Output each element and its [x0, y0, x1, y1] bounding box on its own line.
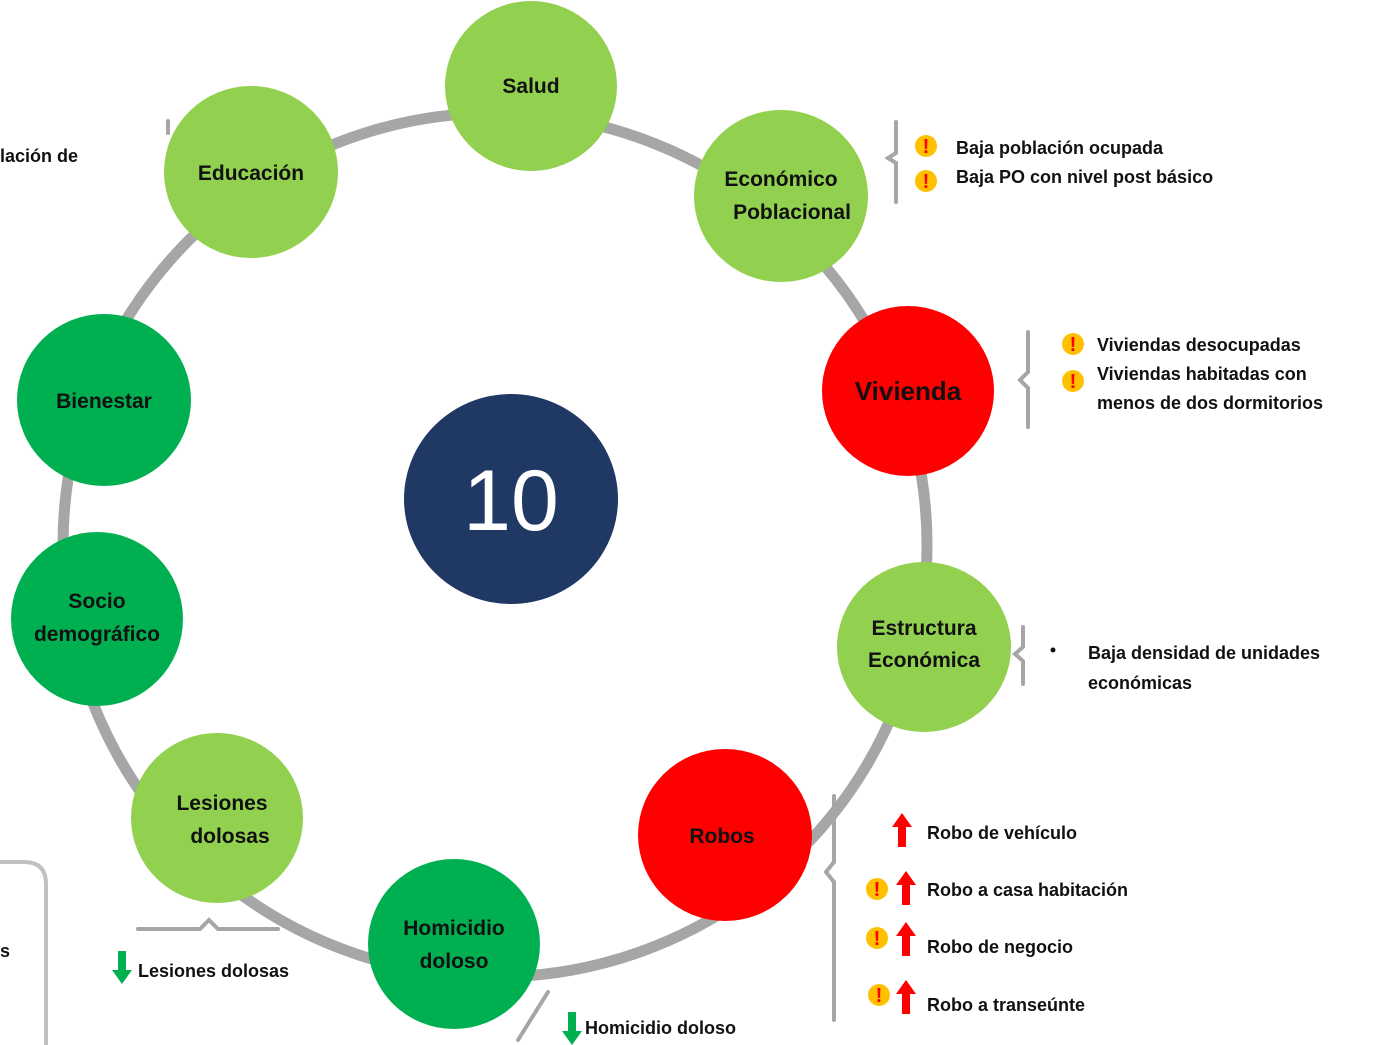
center-circle	[404, 394, 618, 604]
node-homicidio-doloso	[368, 859, 540, 1029]
note-vivienda-3: menos de dos dormitorios	[1097, 393, 1323, 413]
label-socio-line2: demográfico	[34, 623, 160, 646]
warning-icons: ! ! ! ! ! ! !	[866, 135, 1084, 1007]
exclamation-warning-icon: !	[866, 927, 888, 950]
label-salud: Salud	[502, 75, 559, 98]
label-economico-line1: Económico	[724, 168, 837, 191]
label-vivienda: Vivienda	[855, 376, 962, 406]
exclamation-warning-icon: !	[915, 135, 937, 158]
note-robos-4: Robo a transeúnte	[927, 995, 1085, 1015]
svg-text:!: !	[876, 985, 883, 1007]
bracket-lines	[136, 119, 1030, 1042]
exclamation-warning-icon: !	[1062, 370, 1084, 393]
red-up-arrow-icon	[892, 813, 912, 847]
bracket-homicidio	[516, 990, 550, 1042]
label-educacion: Educación	[198, 162, 304, 185]
svg-text:!: !	[923, 171, 930, 193]
label-economico-line2: Poblacional	[733, 201, 851, 224]
note-robos-1: Robo de vehículo	[927, 823, 1077, 843]
bracket-robos	[823, 794, 836, 1022]
up-arrow-icons	[892, 813, 916, 1014]
svg-text:!: !	[874, 928, 881, 950]
label-lesiones-line1: Lesiones	[176, 792, 267, 815]
note-educacion-partial: lación de	[0, 146, 78, 166]
node-educacion	[164, 86, 338, 258]
note-robos-3: Robo de negocio	[927, 937, 1073, 957]
svg-text:!: !	[1070, 334, 1077, 356]
label-homicidio-line2: doloso	[420, 950, 489, 973]
note-vivienda-2: Viviendas habitadas con	[1097, 364, 1307, 384]
svg-text:!: !	[1070, 371, 1077, 393]
note-robos-2: Robo a casa habitación	[927, 880, 1128, 900]
node-bienestar	[17, 314, 191, 486]
exclamation-warning-icon: !	[915, 170, 937, 193]
exclamation-warning-icon: !	[1062, 333, 1084, 356]
bracket-economico	[884, 120, 898, 204]
node-vivienda	[822, 306, 994, 476]
node-estructura-economica	[837, 562, 1011, 732]
exclamation-warning-icon: !	[866, 878, 888, 901]
note-left-partial: s	[0, 941, 10, 961]
note-economico-2: Baja PO con nivel post básico	[956, 167, 1213, 187]
node-robos	[638, 749, 812, 921]
center-value: 10	[463, 453, 559, 549]
node-layer	[11, 1, 1011, 1029]
node-sociodemografico	[11, 532, 183, 706]
label-bienestar: Bienestar	[56, 390, 152, 413]
node-lesiones-dolosas	[131, 733, 303, 903]
note-estructura-2: económicas	[1088, 673, 1192, 693]
svg-text:!: !	[923, 136, 930, 158]
bullet-point-icon	[1050, 647, 1056, 653]
note-lesiones: Lesiones dolosas	[138, 961, 289, 981]
green-down-arrow-icon	[562, 1012, 582, 1045]
note-homicidio: Homicidio doloso	[585, 1018, 736, 1038]
bracket-vivienda	[1017, 330, 1030, 429]
label-estructura-line2: Económica	[868, 649, 980, 672]
label-lesiones-line2: dolosas	[190, 825, 269, 848]
svg-text:!: !	[874, 879, 881, 901]
green-down-arrow-icon	[112, 951, 132, 984]
note-vivienda-1: Viviendas desocupadas	[1097, 335, 1301, 355]
label-estructura-line1: Estructura	[871, 617, 976, 640]
note-estructura-1: Baja densidad de unidades	[1088, 643, 1320, 663]
label-robos: Robos	[689, 825, 754, 848]
bracket-estructura	[1011, 625, 1025, 686]
note-economico-1: Baja población ocupada	[956, 138, 1164, 158]
legend-box-partial	[0, 860, 48, 1045]
label-homicidio-line1: Homicidio	[403, 917, 505, 940]
label-socio-line1: Socio	[68, 590, 125, 613]
red-up-arrow-icon	[896, 922, 916, 956]
annotation-notes: Baja población ocupada Baja PO con nivel…	[0, 138, 1323, 1038]
down-arrow-icons	[112, 951, 582, 1045]
node-economico-poblacional	[694, 110, 868, 282]
red-up-arrow-icon	[896, 871, 916, 905]
node-labels: Salud Económico Poblacional Vivienda Est…	[34, 75, 980, 973]
red-up-arrow-icon	[896, 980, 916, 1014]
exclamation-warning-icon: !	[868, 984, 890, 1007]
node-salud	[445, 1, 617, 171]
bracket-lesiones	[136, 917, 280, 931]
